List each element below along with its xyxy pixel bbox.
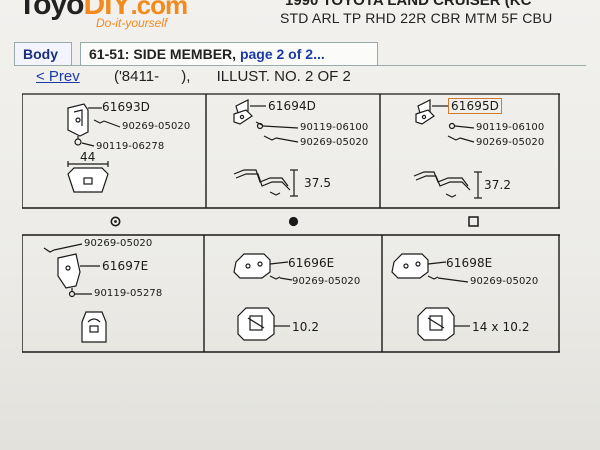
dimension-label: 10.2	[292, 320, 320, 334]
dimension-label: 44	[80, 150, 96, 164]
illustration-nav: < Prev ('8411- ), ILLUST. NO. 2 OF 2	[36, 68, 351, 85]
part-callout[interactable]: 90119-05278	[94, 288, 163, 299]
part-callout[interactable]: 90119-06100	[300, 122, 369, 133]
square-hollow-icon	[468, 216, 479, 227]
circle-filled-icon	[288, 216, 299, 227]
circle-hollow-icon	[110, 216, 121, 227]
part-callout[interactable]: 90269-05020	[292, 276, 361, 287]
illustration-number: ILLUST. NO. 2 OF 2	[216, 68, 351, 85]
parts-diagram[interactable]: 61693D 90269-05020 90119-06278 44 61694D…	[22, 90, 560, 362]
dimension-label: 14 x 10.2	[472, 320, 530, 334]
vehicle-spec-line: STD ARL TP RHD 22R CBR MTM 5F CBU	[280, 10, 553, 26]
frame-range-close: ),	[181, 68, 191, 85]
prev-link[interactable]: < Prev	[36, 68, 80, 85]
tab-section-side-member[interactable]: 61-51: SIDE MEMBER, page 2 of 2...	[80, 42, 378, 66]
part-callout[interactable]: 90119-06278	[96, 141, 165, 152]
part-number-61693d[interactable]: 61693D	[102, 100, 151, 114]
part-callout[interactable]: 90269-05020	[122, 121, 191, 132]
page-indicator[interactable]: page 2 of 2...	[239, 46, 325, 62]
part-number-61695d-highlighted[interactable]: 61695D	[448, 98, 503, 114]
part-callout[interactable]: 90269-05020	[476, 137, 545, 148]
tab-body[interactable]: Body	[14, 42, 72, 66]
vehicle-title: 1990 TOYOTA LAND CRUISER (KC	[285, 0, 532, 9]
part-number-61694d[interactable]: 61694D	[268, 99, 317, 113]
part-callout[interactable]: 90269-05020	[84, 238, 153, 249]
part-callout[interactable]: 90119-06100	[476, 122, 545, 133]
dimension-label: 37.5	[304, 176, 332, 190]
site-tagline: Do-it-yourself	[96, 16, 168, 30]
part-number-61697e[interactable]: 61697E	[102, 259, 149, 273]
site-header: ToyoDIY.com Do-it-yourself 1990 TOYOTA L…	[0, 0, 600, 40]
part-number-61696e[interactable]: 61696E	[288, 256, 335, 270]
diagram-linework	[22, 93, 560, 353]
part-number-61698e[interactable]: 61698E	[446, 256, 493, 270]
frame-range: ('8411-	[113, 68, 160, 85]
site-logo[interactable]: ToyoDIY.com	[18, 0, 188, 21]
part-callout[interactable]: 90269-05020	[300, 137, 369, 148]
part-callout[interactable]: 90269-05020	[470, 276, 539, 287]
dimension-label: 37.2	[484, 178, 512, 192]
tab-divider	[14, 65, 586, 66]
section-title: 61-51: SIDE MEMBER,	[89, 46, 237, 62]
